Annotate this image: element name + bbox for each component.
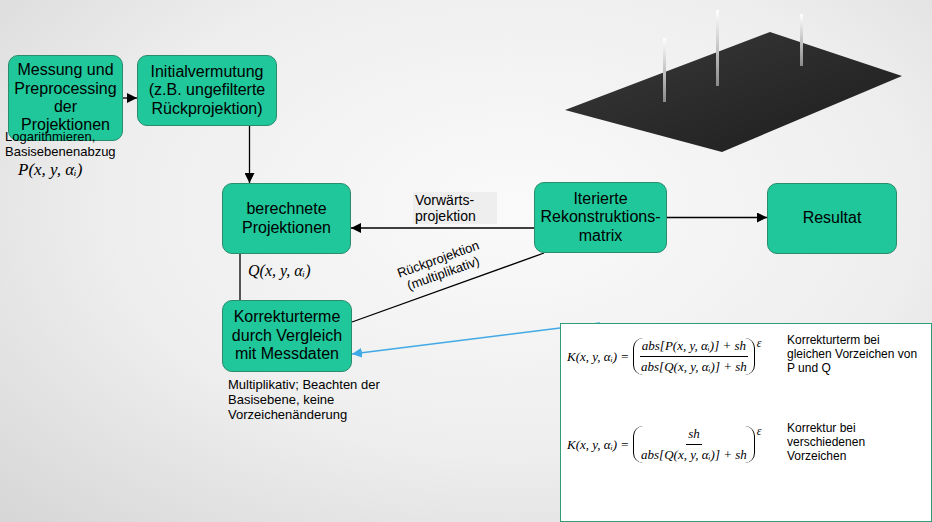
edge-label: Vorwärts- projektion [413, 192, 497, 224]
connector-arrow [667, 217, 767, 218]
numerator: abs[P(x, y, αᵢ)] + sh [640, 338, 748, 357]
formula: K(x, y, αᵢ) =abs[P(x, y, αᵢ)] + shabs[Q(… [567, 338, 762, 375]
note-text: Korrektur bei verschiedenen Vorzeichen [787, 422, 927, 463]
connector-arrow [351, 227, 534, 228]
annotation-label: Multiplikativ; Beachten der Basisebene, … [228, 378, 400, 423]
exponent: ε [757, 424, 762, 439]
process-box: Messung und Preprocessing der Projektion… [8, 55, 123, 141]
parentheses: abs[P(x, y, αᵢ)] + shabs[Q(x, y, αᵢ)] + … [633, 338, 755, 375]
plot-spike [663, 38, 666, 102]
box-text: Iterierte Rekonstruktions- matrix [539, 190, 662, 245]
box-text: Messung und Preprocessing der Projektion… [13, 61, 118, 135]
formula-lhs: K(x, y, αᵢ) = [567, 349, 629, 365]
parentheses: shabs[Q(x, y, αᵢ)] + sh [633, 426, 755, 463]
process-box: Korrekturterme durch Vergleich mit Messd… [222, 300, 352, 372]
connector-arrow [123, 97, 137, 98]
exponent: ε [757, 336, 762, 351]
box-text: berechnete Projektionen [227, 200, 346, 237]
formula-row: K(x, y, αᵢ) =shabs[Q(x, y, αᵢ)] + shεKor… [561, 426, 931, 506]
edge-label: Rückprojektion (multiplikativ) [381, 233, 500, 300]
process-box: Iterierte Rekonstruktions- matrix [534, 182, 667, 253]
plot-spike [800, 14, 803, 66]
plot-spike [716, 10, 719, 86]
formula: K(x, y, αᵢ) =shabs[Q(x, y, αᵢ)] + shε [567, 426, 762, 463]
box-text: Korrekturterme durch Vergleich mit Messd… [227, 308, 347, 363]
denominator: abs[Q(x, y, αᵢ)] + sh [639, 445, 749, 463]
denominator: abs[Q(x, y, αᵢ)] + sh [639, 357, 749, 375]
box-text: Resultat [803, 209, 862, 227]
process-box: Initialvermutung (z.B. ungefilterte Rück… [137, 55, 277, 126]
connector-arrow [239, 254, 240, 300]
process-box: berechnete Projektionen [222, 183, 351, 254]
formula-lhs: K(x, y, αᵢ) = [567, 437, 629, 453]
formula-box: K(x, y, αᵢ) =abs[P(x, y, αᵢ)] + shabs[Q(… [560, 323, 932, 522]
annotation-label: P(x, y, αᵢ) [18, 160, 82, 180]
formula-row: K(x, y, αᵢ) =abs[P(x, y, αᵢ)] + shabs[Q(… [561, 338, 931, 418]
note-text: Korrekturterm bei gleichen Vorzeichen vo… [787, 334, 927, 375]
numerator: sh [686, 426, 702, 445]
box-text: Initialvermutung (z.B. ungefilterte Rück… [142, 63, 272, 118]
connector-arrow [249, 126, 250, 183]
annotation-label: Q(x, y, αᵢ) [248, 262, 310, 280]
process-box: Resultat [767, 183, 897, 254]
plot-plane [565, 32, 902, 152]
annotation-label: Logarithmieren, Basisebenenabzug [5, 130, 130, 160]
